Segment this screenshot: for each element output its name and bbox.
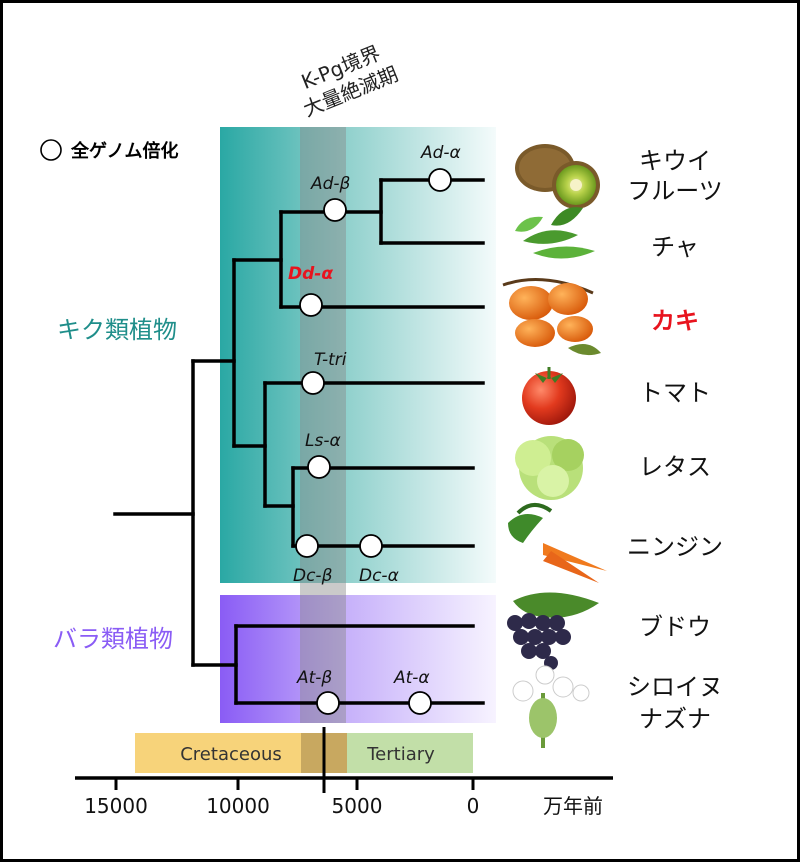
species-tea: チャ [651, 233, 699, 261]
label-ad-beta: Ad-β [310, 174, 351, 194]
wgd-t-tri [301, 371, 325, 395]
grape-image [507, 592, 599, 670]
label-dc-alpha: Dc-α [359, 566, 399, 586]
species-lettuce: レタス [639, 453, 711, 481]
wgd-at-alpha [408, 691, 432, 715]
species-grape: ブドウ [639, 613, 711, 641]
label-t-tri: T-tri [314, 350, 347, 370]
arabidopsis-image [512, 665, 590, 748]
legend-label: 全ゲノム倍化 [70, 140, 178, 162]
wgd-ad-beta [323, 198, 347, 222]
kpg-band [300, 127, 346, 723]
tick-10000: 10000 [206, 794, 270, 818]
tick-0: 0 [467, 794, 480, 818]
lettuce-image [515, 436, 584, 500]
wgd-dc-alpha [359, 534, 383, 558]
label-ad-alpha: Ad-α [420, 143, 461, 163]
species-arabidopsis-line2: ナズナ [639, 705, 711, 733]
tick-15000: 15000 [84, 794, 148, 818]
label-dd-alpha: Dd-α [288, 264, 333, 284]
phylogeny-diagram: K-Pg境界 大量絶滅期 全ゲノム倍化 キク類植物 バラ類植物 [40, 41, 723, 818]
species-arabidopsis-line1: シロイヌ [627, 673, 723, 701]
wgd-at-beta [316, 691, 340, 715]
carrot-image [508, 503, 607, 583]
asterids-label: キク類植物 [57, 316, 177, 344]
persimmon-image [502, 278, 601, 356]
tertiary-label: Tertiary [366, 744, 435, 765]
axis-unit: 万年前 [543, 794, 603, 818]
species-kiwi-line1: キウイ [639, 147, 711, 175]
tertiary-bar [347, 733, 473, 773]
axis-ticks [114, 778, 475, 790]
cretaceous-label: Cretaceous [180, 744, 282, 765]
tea-image [515, 207, 595, 259]
legend-circle-icon [40, 139, 62, 161]
wgd-ls-alpha [307, 455, 331, 479]
tick-5000: 5000 [332, 794, 383, 818]
kpg-label: K-Pg境界 大量絶滅期 [298, 41, 402, 122]
cretaceous-bar [135, 733, 301, 773]
label-dc-beta: Dc-β [293, 566, 333, 586]
wgd-ad-alpha [428, 168, 452, 192]
asterids-panel [220, 127, 496, 583]
kiwi-image [515, 144, 600, 209]
rosids-label: バラ類植物 [53, 625, 173, 653]
species-kiwi-line2: フルーツ [627, 177, 723, 205]
label-at-beta: At-β [296, 668, 332, 688]
label-ls-alpha: Ls-α [305, 431, 341, 451]
wgd-dc-beta [295, 534, 319, 558]
wgd-dd-alpha [299, 293, 323, 317]
wgd-markers [295, 168, 452, 715]
species-carrot: ニンジン [627, 533, 723, 561]
species-persimmon: カキ [651, 307, 699, 335]
tomato-image [522, 367, 576, 425]
species-tomato: トマト [639, 379, 711, 407]
label-at-alpha: At-α [393, 668, 430, 688]
